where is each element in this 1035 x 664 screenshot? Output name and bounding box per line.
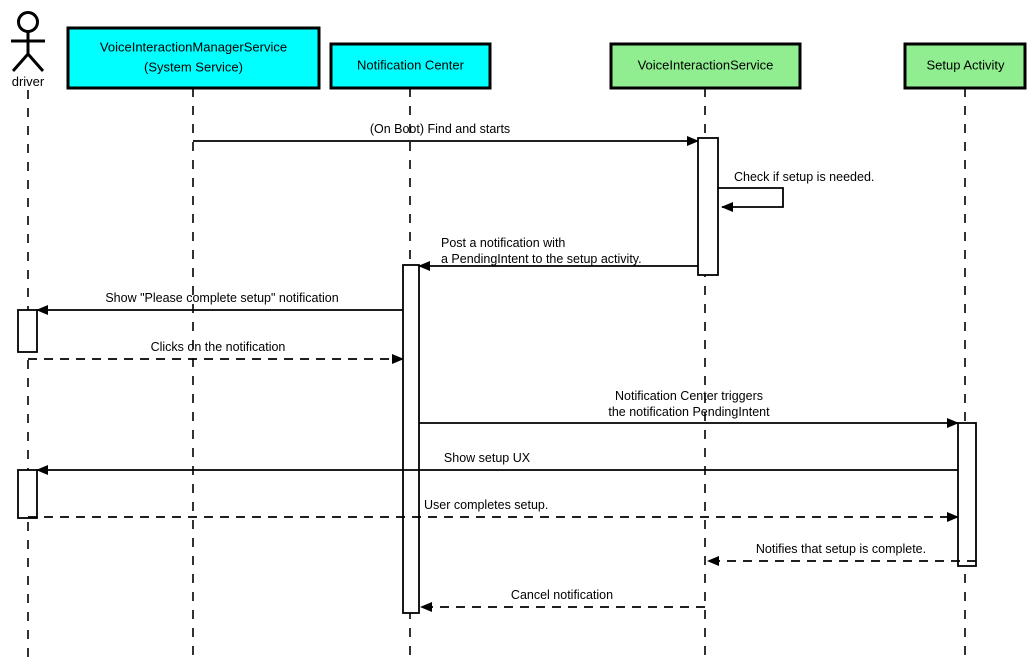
activation-bar-voice-interaction-service <box>697 137 719 276</box>
message-label-line1: Notification Center triggers <box>615 389 763 403</box>
participant-vims[interactable]: VoiceInteractionManagerService (System S… <box>66 26 321 90</box>
actor-left-leg-line <box>11 53 30 72</box>
message-on-boot-find-and-starts[interactable]: (On Boot) Find and starts <box>193 122 699 146</box>
message-label: Show setup UX <box>444 451 531 465</box>
message-label: (On Boot) Find and starts <box>370 122 510 136</box>
message-user-completes-setup[interactable]: User completes setup. <box>28 498 959 522</box>
participant-voice-interaction-service[interactable]: VoiceInteractionService <box>609 42 802 90</box>
participant-setup-activity[interactable]: Setup Activity <box>903 42 1027 90</box>
message-label: Check if setup is needed. <box>734 170 874 184</box>
participant-label-vims-line1: VoiceInteractionManagerService <box>100 39 287 54</box>
message-label: Show "Please complete setup" notificatio… <box>105 291 338 305</box>
participant-label-vims-line2: (System Service) <box>144 59 243 74</box>
message-cancel-notification[interactable]: Cancel notification <box>420 588 705 612</box>
participant-label-notification-center: Notification Center <box>357 57 465 72</box>
activation-bar-driver-1 <box>17 309 38 353</box>
participant-box-vims <box>66 26 321 90</box>
activation-bar-driver-2 <box>17 469 38 519</box>
message-self-loop-path <box>718 187 784 212</box>
actor-head-icon <box>17 11 39 33</box>
message-label: Cancel notification <box>511 588 613 602</box>
message-clicks-on-the-notification[interactable]: Clicks on the notification <box>28 340 404 364</box>
message-label-line2: a PendingIntent to the setup activity. <box>441 252 642 266</box>
message-show-please-complete-setup-notification[interactable]: Show "Please complete setup" notificatio… <box>36 291 403 315</box>
participant-driver[interactable]: driver <box>11 11 45 90</box>
message-post-notification-pending-intent[interactable]: Post a notification with a PendingIntent… <box>418 236 698 271</box>
activation-bars-group <box>17 137 977 614</box>
participant-label-driver: driver <box>12 74 45 89</box>
message-notifies-that-setup-is-complete[interactable]: Notifies that setup is complete. <box>707 542 976 566</box>
message-check-if-setup-is-needed[interactable]: Check if setup is needed. <box>718 170 874 212</box>
participant-box-notification-center <box>329 42 492 90</box>
participant-label-voice-interaction-service: VoiceInteractionService <box>638 57 774 72</box>
message-notification-center-triggers-pending-intent[interactable]: Notification Center triggers the notific… <box>419 389 959 428</box>
message-label: Clicks on the notification <box>151 340 286 354</box>
participant-label-setup-activity: Setup Activity <box>926 57 1005 72</box>
message-label-line1: Post a notification with <box>441 236 565 250</box>
participant-notification-center[interactable]: Notification Center <box>329 42 492 90</box>
participant-box-setup-activity <box>903 42 1027 90</box>
activation-bar-notification-center <box>402 264 420 614</box>
message-label-line2: the notification PendingIntent <box>608 405 770 419</box>
message-show-setup-ux[interactable]: Show setup UX <box>36 451 958 475</box>
message-label: User completes setup. <box>424 498 548 512</box>
participant-box-voice-interaction-service <box>609 42 802 90</box>
actor-right-leg-line <box>26 53 45 72</box>
activation-bar-setup-activity <box>957 422 977 567</box>
message-label: Notifies that setup is complete. <box>756 542 926 556</box>
